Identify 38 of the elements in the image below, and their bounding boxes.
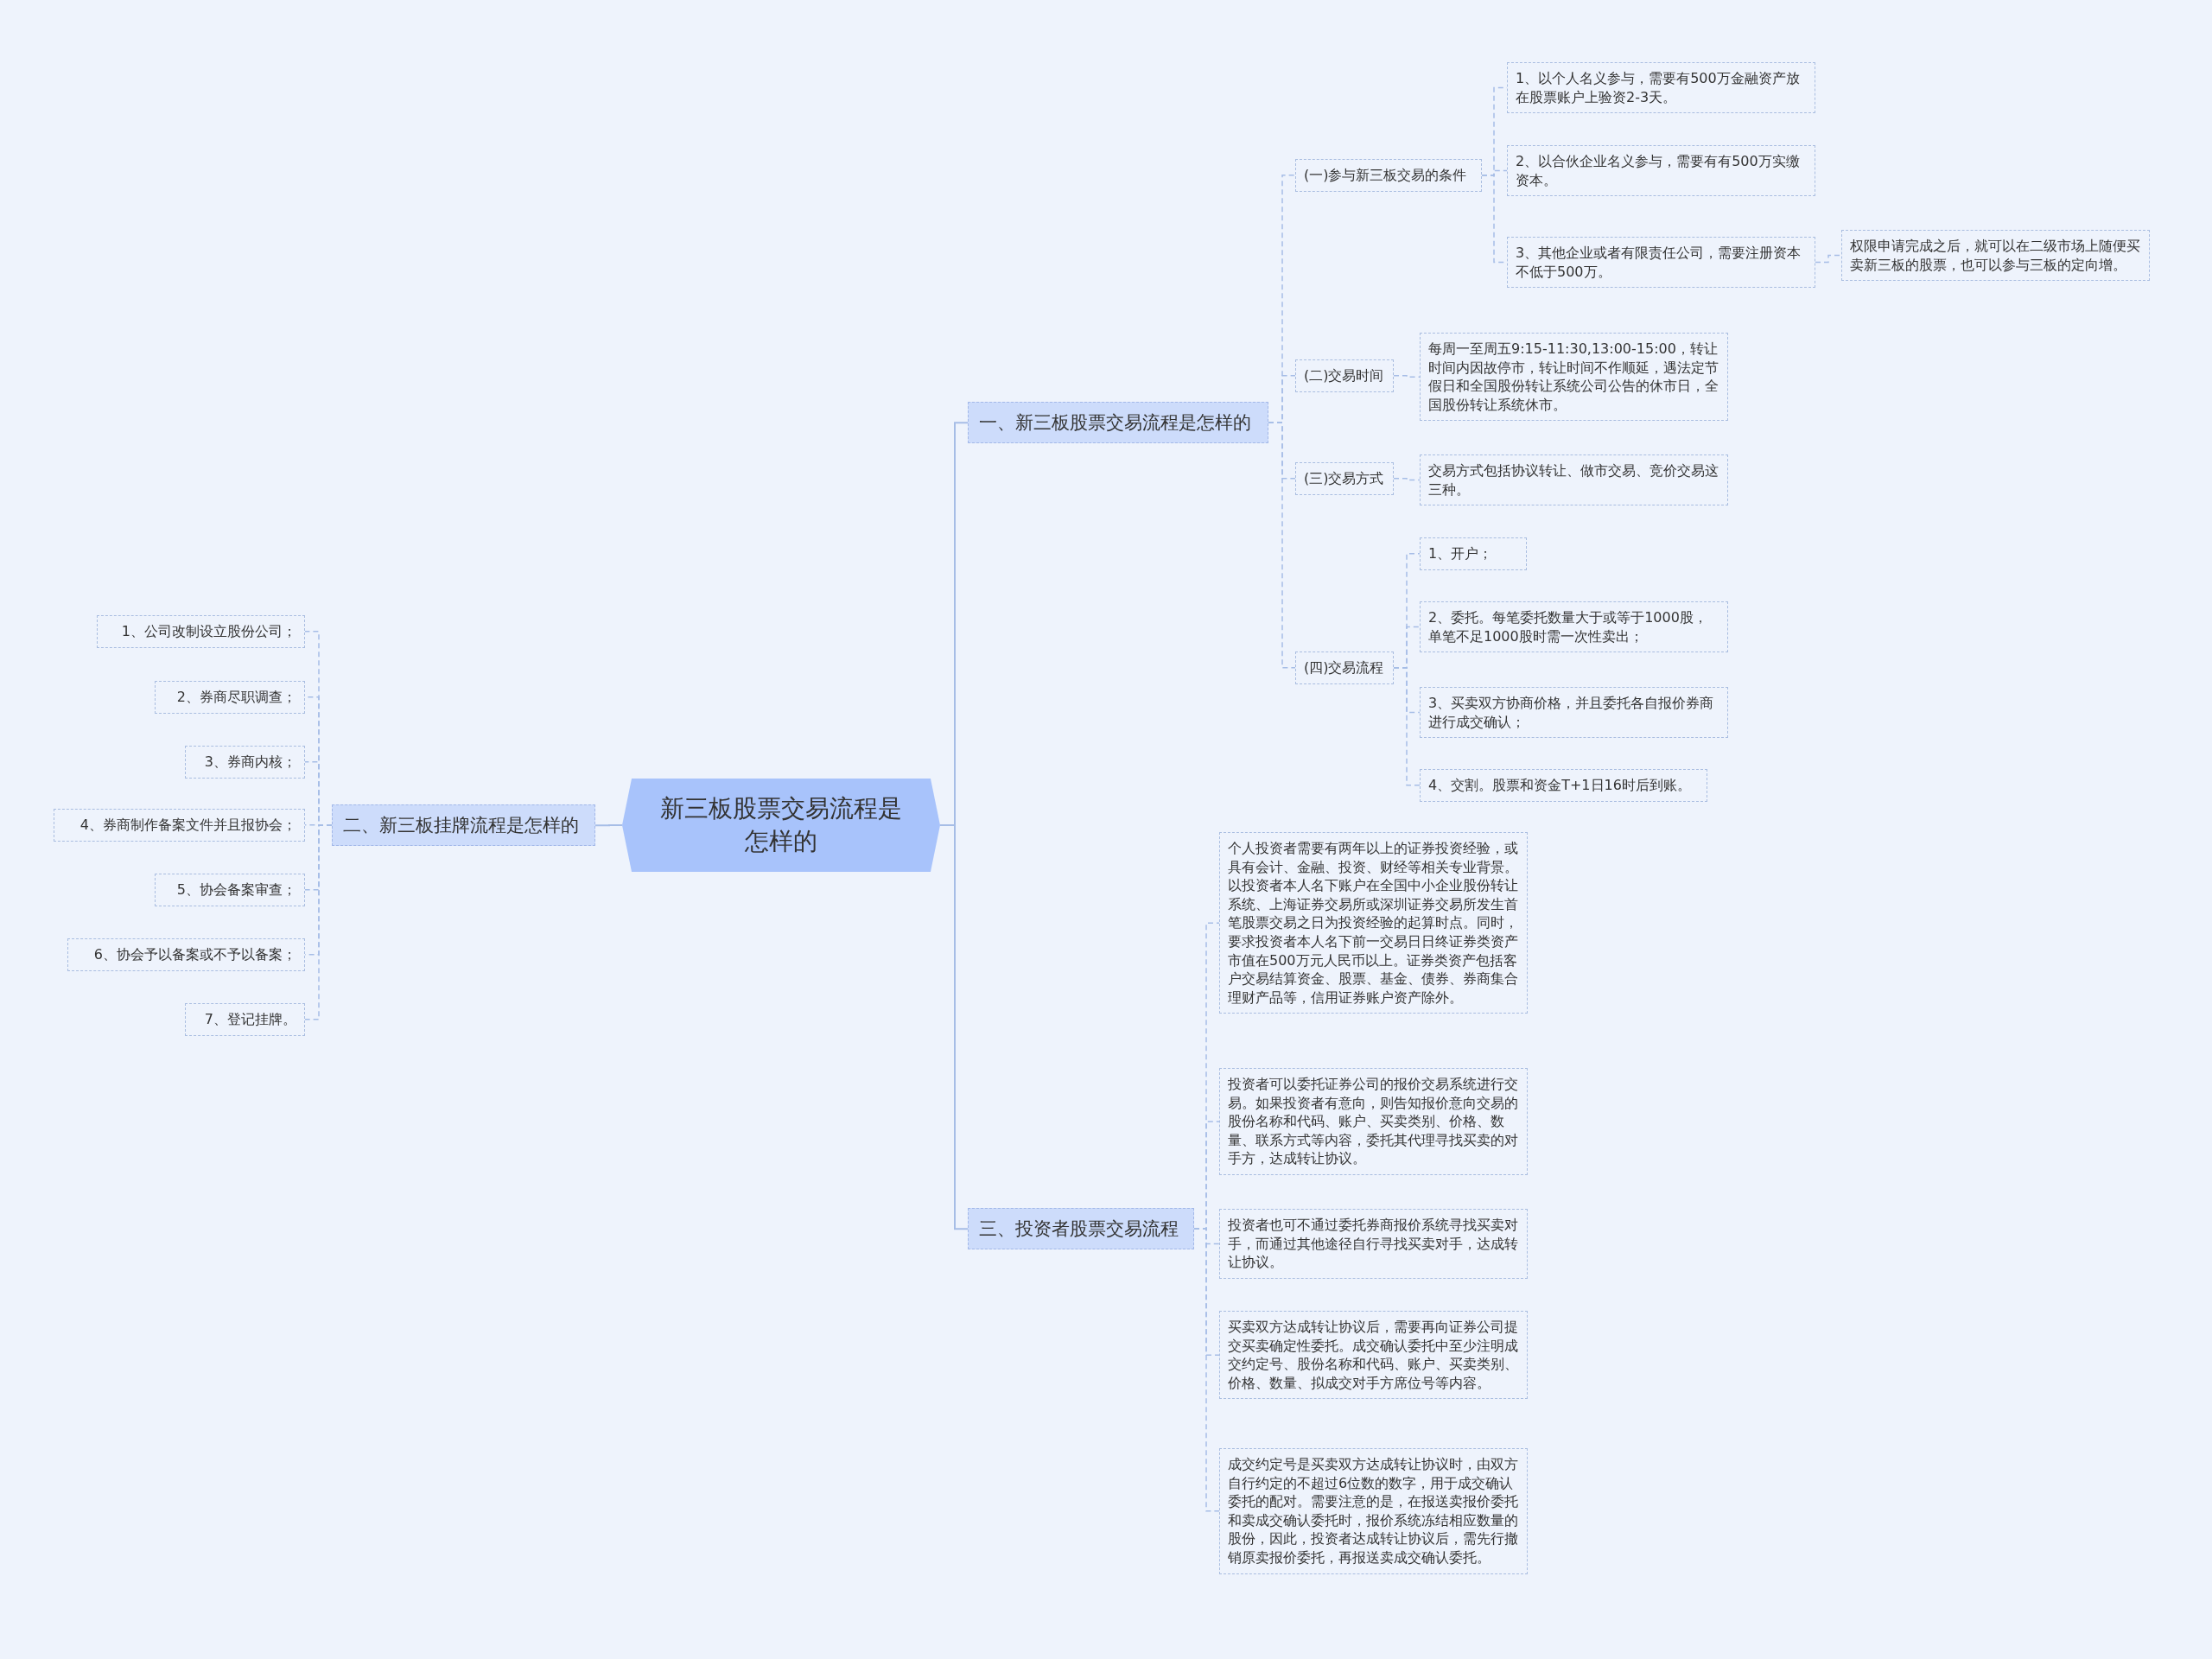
topic-box: 3、券商内核； xyxy=(185,746,305,779)
connector-line xyxy=(1393,667,1421,786)
topic-box: 个人投资者需要有两年以上的证券投资经验，或具有会计、金融、投资、财经等相关专业背景。以投资者本人名下账户在全国中小企业股份转让系统、上海证券交易所或深圳证券交易所发生首笔股票交易之日为投资经验的起算时点。同时，要求投资者本人名下前一交易日日终证券类资产市值在500万元人民币以上。证券类资产包括客户交易结算资金、股票、基金、债券、券商集合理财产品等，信用证券账户资产除外。 xyxy=(1219,832,1528,1014)
topic-box: (四)交易流程 xyxy=(1295,652,1394,684)
topic-box: 2、以合伙企业名义参与，需要有有500万实缴资本。 xyxy=(1507,145,1815,197)
topic-box: 4、券商制作备案文件并且报协会； xyxy=(54,809,305,842)
topic-box: 成交约定号是买卖双方达成转让协议时，由双方自行约定的不超过6位数的数字，用于成交确认委托的配对。需要注意的是，在报送卖报价委托和卖成交确认委托时，报价系统冻结相应数量的股份，因此，投资者达成转让协议后，需先行撤销原卖报价委托，再报送卖成交确认委托。 xyxy=(1219,1448,1528,1574)
connector-line xyxy=(1393,375,1421,378)
topic-box: 权限申请完成之后，就可以在二级市场上随便买卖新三板的股票，也可以参与三板的定向增。 xyxy=(1841,230,2150,282)
topic-box: 投资者可以委托证券公司的报价交易系统进行交易。如果投资者有意向，则告知报价意向交易的股份名称和代码、账户、买卖类别、价格、数量、联系方式等内容，委托其代理寻找买卖的对手方，达成转让协议。 xyxy=(1219,1068,1528,1175)
topic-box: 3、买卖双方协商价格，并且委托各自报价券商进行成交确认； xyxy=(1420,687,1728,739)
topic-box: 1、公司改制设立股份公司； xyxy=(97,615,305,648)
connector-line xyxy=(594,824,623,827)
topic-box: 交易方式包括协议转让、做市交易、竞价交易这三种。 xyxy=(1420,454,1728,506)
topic-box: (三)交易方式 xyxy=(1295,462,1394,495)
connector-line xyxy=(1193,1228,1220,1512)
topic-box: 7、登记挂牌。 xyxy=(185,1003,305,1036)
branch-topic: 一、新三板股票交易流程是怎样的 xyxy=(968,402,1268,444)
topic-box: 2、委托。每笔委托数量大于或等于1000股，单笔不足1000股时需一次性卖出； xyxy=(1420,601,1728,653)
topic-box: 1、以个人名义参与，需要有500万金融资产放在股票账户上验资2-3天。 xyxy=(1507,62,1815,114)
topic-box: (二)交易时间 xyxy=(1295,359,1394,392)
topic-box: 5、协会备案审查； xyxy=(155,874,305,906)
topic-box: 每周一至周五9:15-11:30,13:00-15:00，转让时间内因故停市，转让时间不作顺延，遇法定节假日和全国股份转让系统公司公告的休市日，全国股份转让系统休市。 xyxy=(1420,333,1728,422)
topic-box: 3、其他企业或者有限责任公司，需要注册资本不低于500万。 xyxy=(1507,237,1815,289)
topic-box: 4、交割。股票和资金T+1日16时后到账。 xyxy=(1420,769,1707,802)
topic-box: 投资者也可不通过委托券商报价系统寻找买卖对手，而通过其他途径自行寻找买卖对手，达成转让协议。 xyxy=(1219,1209,1528,1279)
topic-box: 2、券商尽职调查； xyxy=(155,681,305,714)
branch-topic: 二、新三板挂牌流程是怎样的 xyxy=(332,804,595,847)
connector-line xyxy=(304,824,333,1020)
connector-line xyxy=(1268,422,1296,669)
topic-box: (一)参与新三板交易的条件 xyxy=(1295,159,1482,192)
topic-box: 6、协会予以备案或不予以备案； xyxy=(67,938,305,971)
connector-line xyxy=(1393,478,1421,481)
topic-box: 1、开户； xyxy=(1420,537,1527,570)
connector-line xyxy=(1815,254,1842,264)
branch-topic: 三、投资者股票交易流程 xyxy=(968,1208,1194,1250)
topic-box: 买卖双方达成转让协议后，需要再向证券公司提交买卖确定性委托。成交确认委托中至少注明成交约定号、股份名称和代码、账户、买卖类别、价格、数量、拟成交对手方席位号等内容。 xyxy=(1219,1311,1528,1400)
central-topic: 新三板股票交易流程是怎样的 xyxy=(622,779,940,872)
